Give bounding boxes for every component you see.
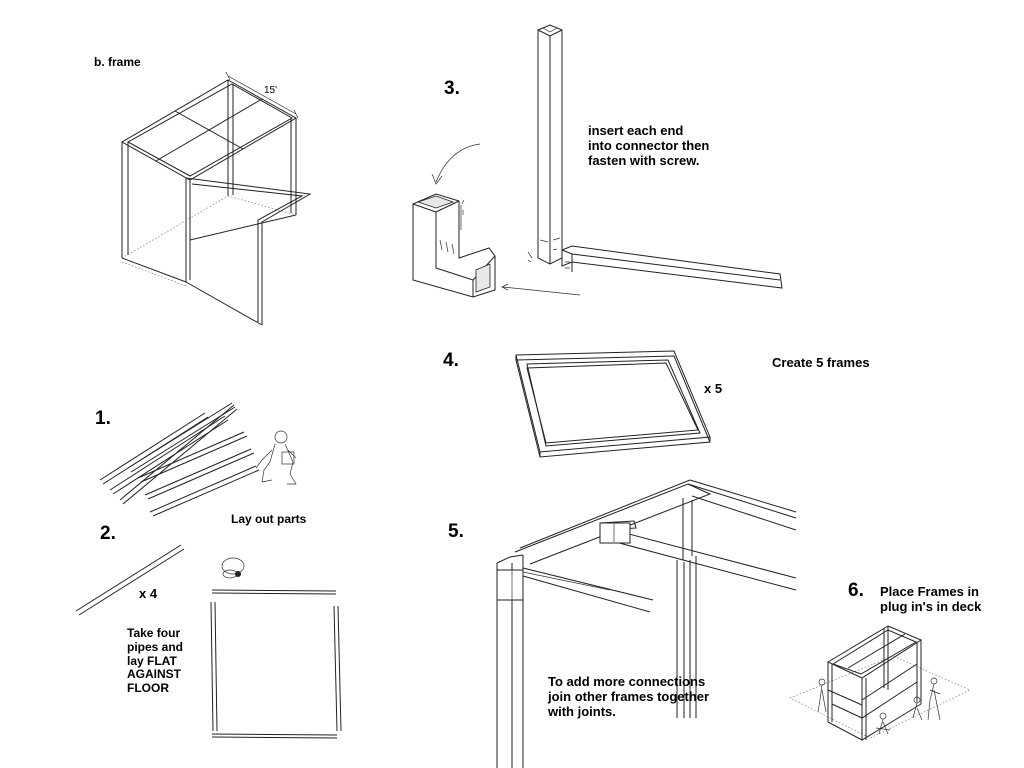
step-2-number: 2. xyxy=(100,523,116,544)
add-connections-instruction: To add more connections join other frame… xyxy=(548,674,710,719)
times-five-label: x 5 xyxy=(704,381,723,396)
frame-title: b. frame xyxy=(94,55,141,69)
pipes-layout-illustration xyxy=(99,402,260,517)
insert-instruction: insert each end into connector then fast… xyxy=(588,123,710,168)
worker-figure-sketch xyxy=(255,430,297,485)
connector-block-illustration xyxy=(412,143,581,298)
frame-connection-illustration xyxy=(496,479,797,768)
step-4-number: 4. xyxy=(443,350,459,371)
step-3-number: 3. xyxy=(444,78,460,99)
lay-out-parts-label: Lay out parts xyxy=(231,512,307,526)
post-and-beam-illustration xyxy=(527,24,783,289)
pipes-square-illustration xyxy=(210,589,342,739)
frames-on-deck-illustration xyxy=(789,625,971,741)
step-5-number: 5. xyxy=(448,521,464,542)
tape-measure-sketch xyxy=(221,557,245,579)
flat-frame-illustration xyxy=(515,350,711,458)
single-pipe-illustration xyxy=(75,544,185,616)
frame-cube-illustration xyxy=(120,71,312,326)
take-four-instruction: Take four pipes and lay FLAT AGAINST FLO… xyxy=(127,626,184,696)
step-6-number: 6. xyxy=(848,580,864,601)
times-four-label: x 4 xyxy=(139,586,158,601)
dimension-label: 15' xyxy=(264,85,278,96)
place-frames-instruction: Place Frames in plug in's in deck xyxy=(880,584,982,614)
create-frames-label: Create 5 frames xyxy=(772,355,870,370)
step-1-number: 1. xyxy=(95,408,111,429)
